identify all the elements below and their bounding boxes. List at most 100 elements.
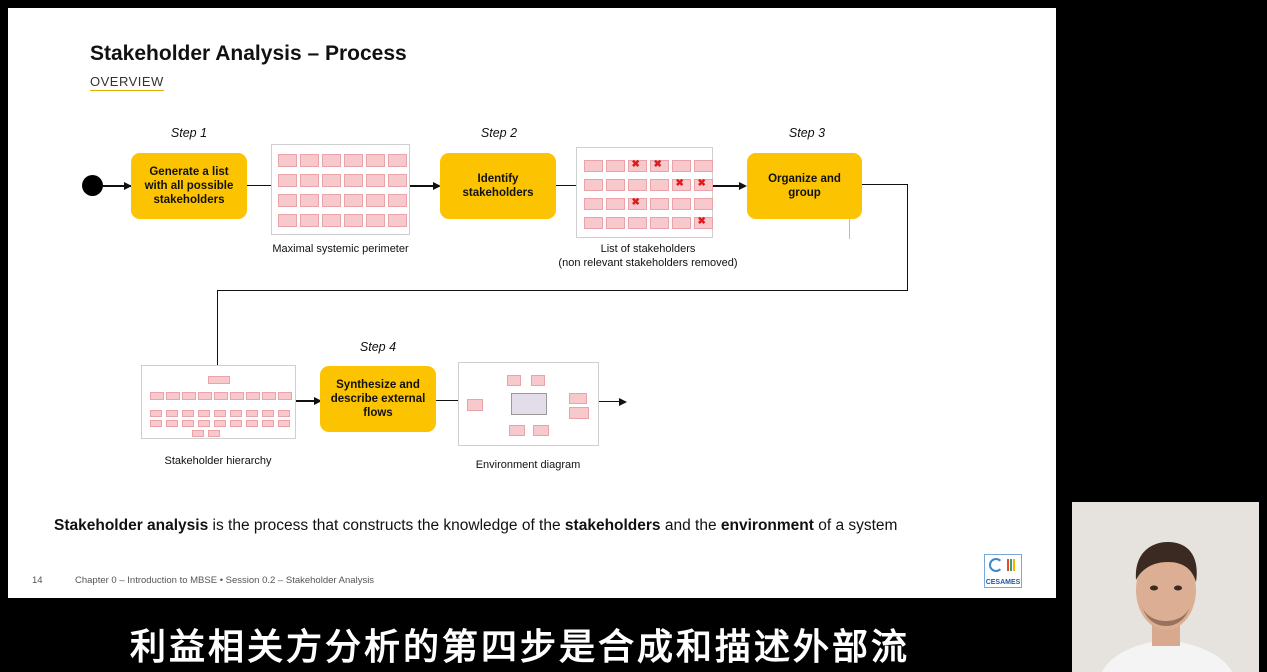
environment-node	[511, 393, 547, 415]
list-caption: List of stakeholders (non relevant stake…	[538, 242, 758, 270]
thumbnail-cell	[300, 174, 319, 187]
hierarchy-node	[214, 392, 228, 400]
thumbnail-cell	[606, 217, 625, 229]
statement-text-1: is the process that constructs the knowl…	[208, 517, 565, 534]
thumbnail-cell	[366, 174, 385, 187]
list-caption-line1: List of stakeholders	[600, 243, 696, 255]
hierarchy-node	[246, 410, 258, 417]
thumbnail-cell	[672, 160, 691, 172]
thumbnail-cell	[388, 214, 407, 227]
arrowhead	[124, 182, 132, 190]
presentation-slide: Stakeholder Analysis – Process OVERVIEW …	[8, 8, 1056, 598]
hierarchy-caption: Stakeholder hierarchy	[164, 455, 272, 467]
thumbnail-cell	[584, 217, 603, 229]
remove-mark-icon: ✖	[653, 159, 662, 170]
environment-node	[569, 393, 587, 404]
presenter-video-icon	[1072, 502, 1259, 672]
thumbnail-cell	[366, 194, 385, 207]
hierarchy-node	[278, 392, 292, 400]
hierarchy-node	[198, 410, 210, 417]
thumbnail-cell	[584, 179, 603, 191]
thumbnail-cell	[650, 160, 669, 172]
hierarchy-node	[150, 392, 164, 400]
thumbnail-cell	[672, 179, 691, 191]
thumbnail-cell	[344, 174, 363, 187]
cesames-logo: CESAMES	[984, 554, 1022, 588]
connector-2a	[556, 185, 576, 186]
logo-text: CESAMES	[985, 579, 1021, 586]
thumbnail-cell	[388, 154, 407, 167]
remove-mark-icon: ✖	[631, 159, 640, 170]
thumbnail-cell	[650, 217, 669, 229]
hierarchy-node	[230, 410, 242, 417]
step-2-box: Identify stakeholders	[440, 153, 556, 219]
thumbnail-cell	[628, 179, 647, 191]
thumbnail-cell	[366, 214, 385, 227]
start-node	[82, 175, 103, 196]
connector-3a	[862, 184, 908, 185]
thumbnail-cell	[322, 174, 341, 187]
thumbnail-cell	[344, 154, 363, 167]
step-4-label: Step 4	[359, 340, 397, 354]
hierarchy-node	[246, 392, 260, 400]
presenter-webcam	[1072, 502, 1259, 672]
hierarchy-node	[192, 430, 204, 437]
thumbnail-cell	[300, 154, 319, 167]
arrowhead	[619, 398, 627, 406]
step-4-box: Synthesize and describe external flows	[320, 366, 436, 432]
thumbnail-cell	[650, 179, 669, 191]
step-1-box: Generate a list with all possible stakeh…	[131, 153, 247, 219]
environment-caption: Environment diagram	[475, 459, 581, 471]
environment-node	[531, 375, 545, 386]
hierarchy-node	[166, 410, 178, 417]
thumbnail-cell	[628, 198, 647, 210]
environment-node	[569, 407, 589, 419]
remove-mark-icon: ✖	[675, 178, 684, 189]
remove-mark-icon: ✖	[697, 178, 706, 189]
hierarchy-node	[214, 420, 226, 427]
connector-1b	[410, 185, 438, 187]
thumbnail-cell	[694, 198, 713, 210]
thumbnail-cell	[584, 198, 603, 210]
step-1-label: Step 1	[170, 126, 208, 140]
thumbnail-cell	[278, 174, 297, 187]
thumbnail-cell	[278, 214, 297, 227]
hierarchy-node	[262, 410, 274, 417]
hierarchy-node	[262, 420, 274, 427]
arrowhead	[433, 182, 441, 190]
thumbnail-cell	[650, 198, 669, 210]
hierarchy-node	[278, 410, 290, 417]
remove-mark-icon: ✖	[697, 216, 706, 227]
hierarchy-node	[182, 420, 194, 427]
thumbnail-cell	[344, 194, 363, 207]
hierarchy-node	[150, 420, 162, 427]
perimeter-thumbnail	[271, 144, 410, 235]
thumbnail-cell	[672, 198, 691, 210]
environment-node	[509, 425, 525, 436]
hierarchy-node	[182, 410, 194, 417]
list-caption-line2: (non relevant stakeholders removed)	[558, 257, 738, 269]
definition-statement: Stakeholder analysis is the process that…	[54, 517, 897, 535]
connector-2b	[713, 185, 743, 187]
hierarchy-node	[262, 392, 276, 400]
thumbnail-cell	[606, 198, 625, 210]
environment-thumbnail	[458, 362, 599, 446]
hierarchy-node	[198, 392, 212, 400]
thumbnail-cell	[344, 214, 363, 227]
thumbnail-cell	[606, 160, 625, 172]
environment-node	[507, 375, 521, 386]
statement-stakeholders: stakeholders	[564, 517, 661, 534]
arrowhead	[739, 182, 747, 190]
connector-4a	[296, 400, 321, 402]
connector-start	[103, 185, 131, 187]
perimeter-caption: Maximal systemic perimeter	[272, 243, 409, 255]
thumbnail-cell	[278, 154, 297, 167]
arrowhead	[314, 397, 322, 405]
connector-3d	[217, 290, 218, 365]
step-2-label: Step 2	[480, 126, 518, 140]
step-3-label: Step 3	[788, 126, 826, 140]
thumbnail-cell	[322, 154, 341, 167]
connector-3b	[907, 184, 908, 291]
remove-mark-icon: ✖	[631, 197, 640, 208]
hierarchy-node	[198, 420, 210, 427]
